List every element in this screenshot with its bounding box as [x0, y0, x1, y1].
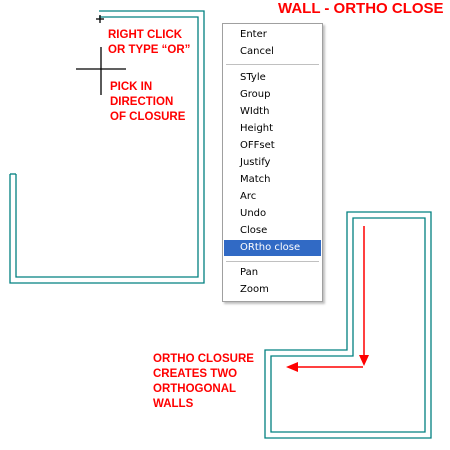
menu-item-style[interactable]: STyle: [240, 72, 266, 83]
menu-item-cancel[interactable]: Cancel: [240, 46, 274, 57]
note-line: RIGHT CLICK: [108, 29, 183, 41]
note-line: OF CLOSURE: [110, 111, 186, 123]
menu-item-width[interactable]: WIdth: [240, 106, 270, 117]
wall-left[interactable]: [9, 10, 205, 284]
menu-item-offset[interactable]: OFFset: [240, 140, 275, 151]
menu-separator: [226, 64, 319, 65]
menu-item-close[interactable]: Close: [240, 225, 268, 236]
wall-right[interactable]: [264, 211, 432, 439]
menu-item-height[interactable]: Height: [240, 123, 274, 134]
menu-item-zoom[interactable]: Zoom: [240, 284, 269, 295]
menu-item-match[interactable]: Match: [240, 174, 271, 185]
closure-arrows: [286, 226, 369, 372]
pick-point-icon: [96, 15, 104, 23]
note-ortho-closure: ORTHO CLOSURE CREATES TWO ORTHOGONAL WAL…: [153, 352, 254, 412]
note-line: ORTHO CLOSURE: [153, 353, 254, 365]
menu-item-group[interactable]: Group: [240, 89, 271, 100]
menu-item-undo[interactable]: Undo: [240, 208, 267, 219]
note-pick-direction: PICK IN DIRECTION OF CLOSURE: [110, 80, 185, 125]
menu-separator: [226, 261, 319, 262]
crosshair-cursor-icon: [76, 47, 126, 95]
note-line: ORTHOGONAL: [153, 383, 237, 395]
menu-item-pan[interactable]: Pan: [240, 267, 259, 278]
note-line: CREATES TWO: [153, 368, 238, 380]
note-line: OR TYPE “OR”: [108, 44, 191, 56]
note-line: DIRECTION: [110, 96, 174, 108]
note-right-click: RIGHT CLICK OR TYPE “OR”: [108, 28, 190, 58]
page-title: WALL - ORTHO CLOSE: [278, 0, 444, 17]
menu-item-ortho-close[interactable]: ORtho close: [224, 240, 321, 256]
context-menu: Enter Cancel STyle Group WIdth Height OF…: [222, 23, 323, 302]
menu-item-justify[interactable]: Justify: [240, 157, 271, 168]
menu-item-arc[interactable]: Arc: [240, 191, 257, 202]
menu-item-enter[interactable]: Enter: [240, 29, 267, 40]
note-line: PICK IN: [110, 81, 153, 93]
note-line: WALLS: [153, 398, 194, 410]
